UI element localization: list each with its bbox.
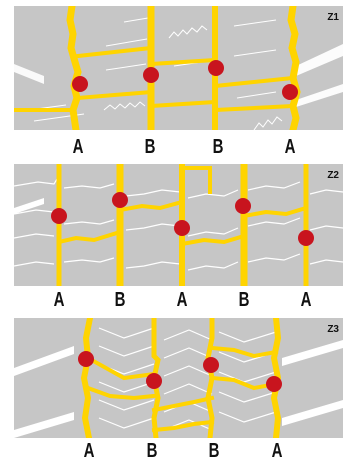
tread-panel-z3: Z3 <box>14 318 343 438</box>
column-label: A <box>83 440 95 462</box>
column-label: A <box>72 136 84 158</box>
column-label: A <box>53 289 65 311</box>
panel-label-z1: Z1 <box>327 12 339 23</box>
column-label: B <box>212 136 224 158</box>
pressure-point-markers-z1 <box>72 60 298 100</box>
panel-label-z2: Z2 <box>327 170 339 181</box>
pressure-point-markers-z2 <box>51 192 314 246</box>
tread-pattern-z3 <box>14 318 343 438</box>
column-label: B <box>238 289 250 311</box>
tread-pattern-z2 <box>14 164 343 286</box>
column-label: A <box>300 289 312 311</box>
column-label: B <box>144 136 156 158</box>
tread-pattern-z1 <box>14 6 343 130</box>
column-label: A <box>176 289 188 311</box>
column-label: B <box>208 440 220 462</box>
column-label: A <box>284 136 296 158</box>
column-label: A <box>271 440 283 462</box>
column-label: B <box>114 289 126 311</box>
pressure-point-markers-z3 <box>78 351 282 392</box>
panel-label-z3: Z3 <box>327 324 339 335</box>
tread-panel-z2: Z2 <box>14 164 343 286</box>
column-label: B <box>146 440 158 462</box>
tread-panel-z1: Z1 <box>14 6 343 130</box>
